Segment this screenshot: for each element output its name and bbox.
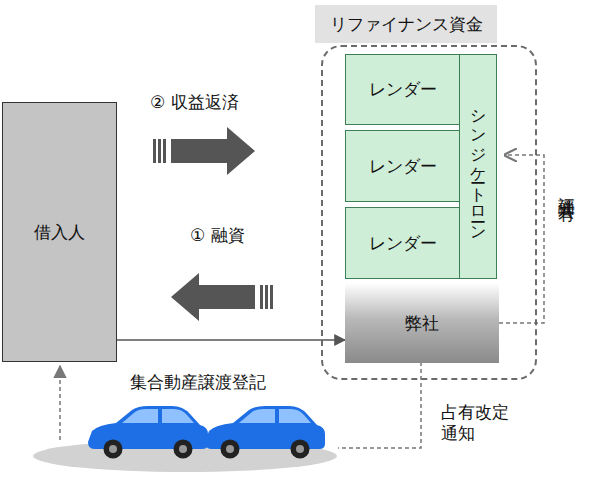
node-label: 借入人 <box>34 222 85 242</box>
arrow-tail-stripe <box>158 139 161 163</box>
edge-label: 評価共有 <box>556 183 577 195</box>
registration-arrow <box>117 340 345 341</box>
car-illustration <box>88 406 208 459</box>
connector-line <box>117 339 345 341</box>
arrow-tail-stripe <box>153 139 156 163</box>
company-box: 弊社 <box>345 283 499 363</box>
block-arrow <box>171 127 255 175</box>
arrow-tail-stripe <box>260 285 263 309</box>
borrower-box: 借入人 <box>2 102 117 362</box>
node-label: シンジケートローン <box>468 99 487 234</box>
financing-arrow <box>171 273 273 321</box>
node-label: 弊社 <box>405 313 439 333</box>
group-heading: リファイナンス資金 <box>315 5 497 43</box>
arrow-tail-stripe <box>163 139 166 163</box>
block-arrow <box>171 273 255 321</box>
syndicate-box: シンジケートローン <box>459 54 497 279</box>
edge-label: ② 収益返済 <box>150 92 239 113</box>
edge-label: 集合動産譲渡登記 <box>130 372 266 393</box>
node-label: レンダー <box>369 79 437 99</box>
leader-line <box>59 366 61 440</box>
dashed-connector <box>499 155 544 323</box>
car-illustration <box>205 406 325 459</box>
lender-box: レンダー <box>345 207 461 279</box>
evaluation-share-arrow <box>499 155 544 323</box>
arrow-tail-stripe <box>265 285 268 309</box>
lender-box: レンダー <box>345 130 461 202</box>
edge-label: ① 融資 <box>190 225 245 246</box>
funding-group-frame: リファイナンス資金レンダーレンダーレンダーシンジケートローン弊社 <box>321 45 537 380</box>
leader-line <box>338 362 421 448</box>
repayment-arrow <box>153 127 255 175</box>
lender-box: レンダー <box>345 54 461 125</box>
arrow-tail-stripe <box>270 285 273 309</box>
note-label: 占有改定 通知 <box>441 402 513 445</box>
node-label: レンダー <box>369 156 437 176</box>
node-label: レンダー <box>369 233 437 253</box>
